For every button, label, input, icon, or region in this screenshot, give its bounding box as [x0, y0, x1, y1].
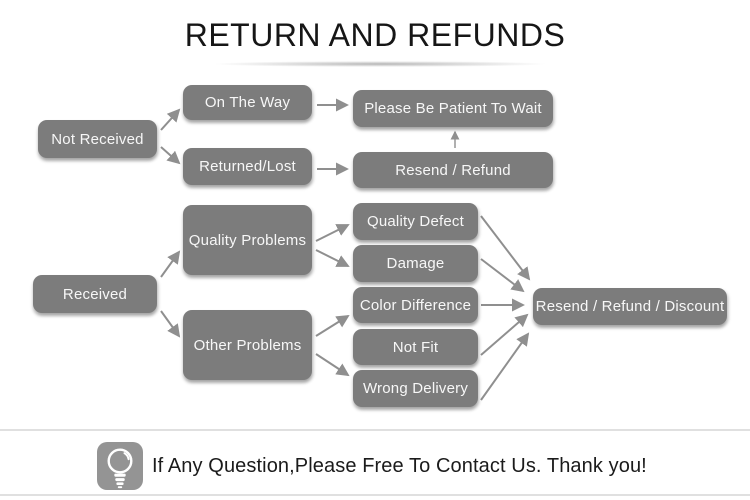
node-on-the-way: On The Way [183, 85, 312, 120]
node-received: Received [33, 275, 157, 313]
light-bulb-icon [97, 442, 143, 490]
node-damage: Damage [353, 245, 478, 282]
arrow-quality-defect-to-discount [480, 215, 531, 281]
node-wrong-delivery: Wrong Delivery [353, 370, 478, 407]
arrow-quality-problems-to-quality-defect [315, 224, 350, 242]
arrow-received-to-other-problems [160, 310, 181, 338]
node-not-fit: Not Fit [353, 329, 478, 365]
arrow-not-received-to-on-the-way [160, 108, 181, 131]
node-please-be-patient: Please Be Patient To Wait [353, 90, 553, 127]
node-resend-refund-discount: Resend / Refund / Discount [533, 288, 727, 325]
footer-message: If Any Question,Please Free To Contact U… [152, 454, 647, 477]
arrow-quality-problems-to-damage [315, 249, 350, 267]
arrow-not-received-to-returned-lost [160, 146, 181, 165]
node-not-received: Not Received [38, 120, 157, 158]
footer-divider-top [0, 429, 750, 431]
footer-divider-bottom [0, 494, 750, 496]
arrow-wrong-delivery-to-discount [480, 332, 530, 401]
arrow-not-fit-to-discount [480, 313, 529, 356]
node-other-problems: Other Problems [183, 310, 312, 380]
title-underline [158, 60, 602, 68]
arrow-other-problems-to-wrong-delivery [315, 353, 350, 377]
page-title: RETURN AND REFUNDS [184, 17, 566, 53]
arrow-other-problems-to-color-difference [315, 314, 350, 337]
node-quality-defect: Quality Defect [353, 203, 478, 240]
node-quality-problems: Quality Problems [183, 205, 312, 275]
arrow-damage-to-discount [480, 258, 525, 293]
node-color-difference: Color Difference [353, 287, 478, 323]
node-resend-refund: Resend / Refund [353, 152, 553, 188]
arrow-received-to-quality-problems [160, 250, 181, 278]
node-returned-lost: Returned/Lost [183, 148, 312, 185]
